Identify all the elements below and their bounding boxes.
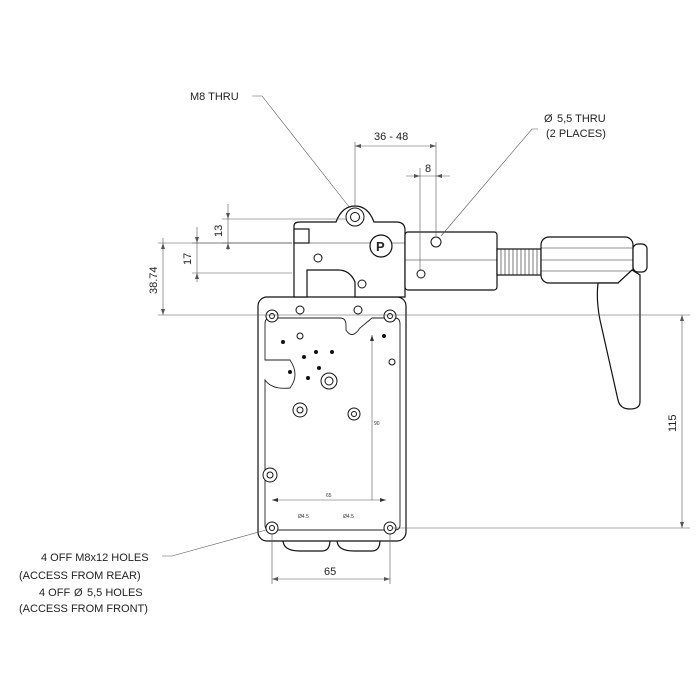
switch-body <box>257 296 407 552</box>
dim-8: 8 <box>425 163 431 175</box>
hole-5-5-places-label: (2 PLACES) <box>546 128 606 140</box>
mount-line-3-suffix: 5,5 HOLES <box>87 587 143 599</box>
mount-line-2: (ACCESS FROM REAR) <box>19 570 141 582</box>
phi-symbol-bottom: Ø <box>74 587 83 599</box>
inner-hole-right-label: Ø4.5 <box>343 514 354 520</box>
actuator-handle <box>404 231 648 410</box>
switch-head: P <box>293 205 406 298</box>
dim-13: 13 <box>213 225 225 237</box>
dim-65: 65 <box>324 566 336 578</box>
labels: M8 THRU Ø 5,5 THRU (2 PLACES) 36 - 48 8 … <box>19 91 679 615</box>
inner-height-label: 90 <box>374 421 380 427</box>
dim-36-48: 36 - 48 <box>374 131 408 143</box>
mount-line-4: (ACCESS FROM FRONT) <box>19 603 148 615</box>
dim-38-74: 38.74 <box>148 266 160 294</box>
dim-17: 17 <box>182 253 194 265</box>
m8-thru-label: M8 THRU <box>190 91 239 103</box>
hole-5-5-thru-label: 5,5 THRU <box>557 113 606 125</box>
inner-hole-left-label: Ø4.5 <box>298 514 309 520</box>
logo-letter: P <box>376 239 385 254</box>
mount-line-1: 4 OFF M8x12 HOLES <box>41 552 149 564</box>
thread-lines <box>500 249 538 275</box>
dim-115: 115 <box>667 414 679 432</box>
inner-width-label: 65 <box>326 493 332 499</box>
dimension-lines <box>158 95 690 584</box>
inner-dimensions: 65 90 Ø4.5 Ø4.5 <box>272 335 386 520</box>
phi-symbol-top: Ø <box>544 113 553 125</box>
mount-line-3-prefix: 4 OFF <box>39 587 70 599</box>
